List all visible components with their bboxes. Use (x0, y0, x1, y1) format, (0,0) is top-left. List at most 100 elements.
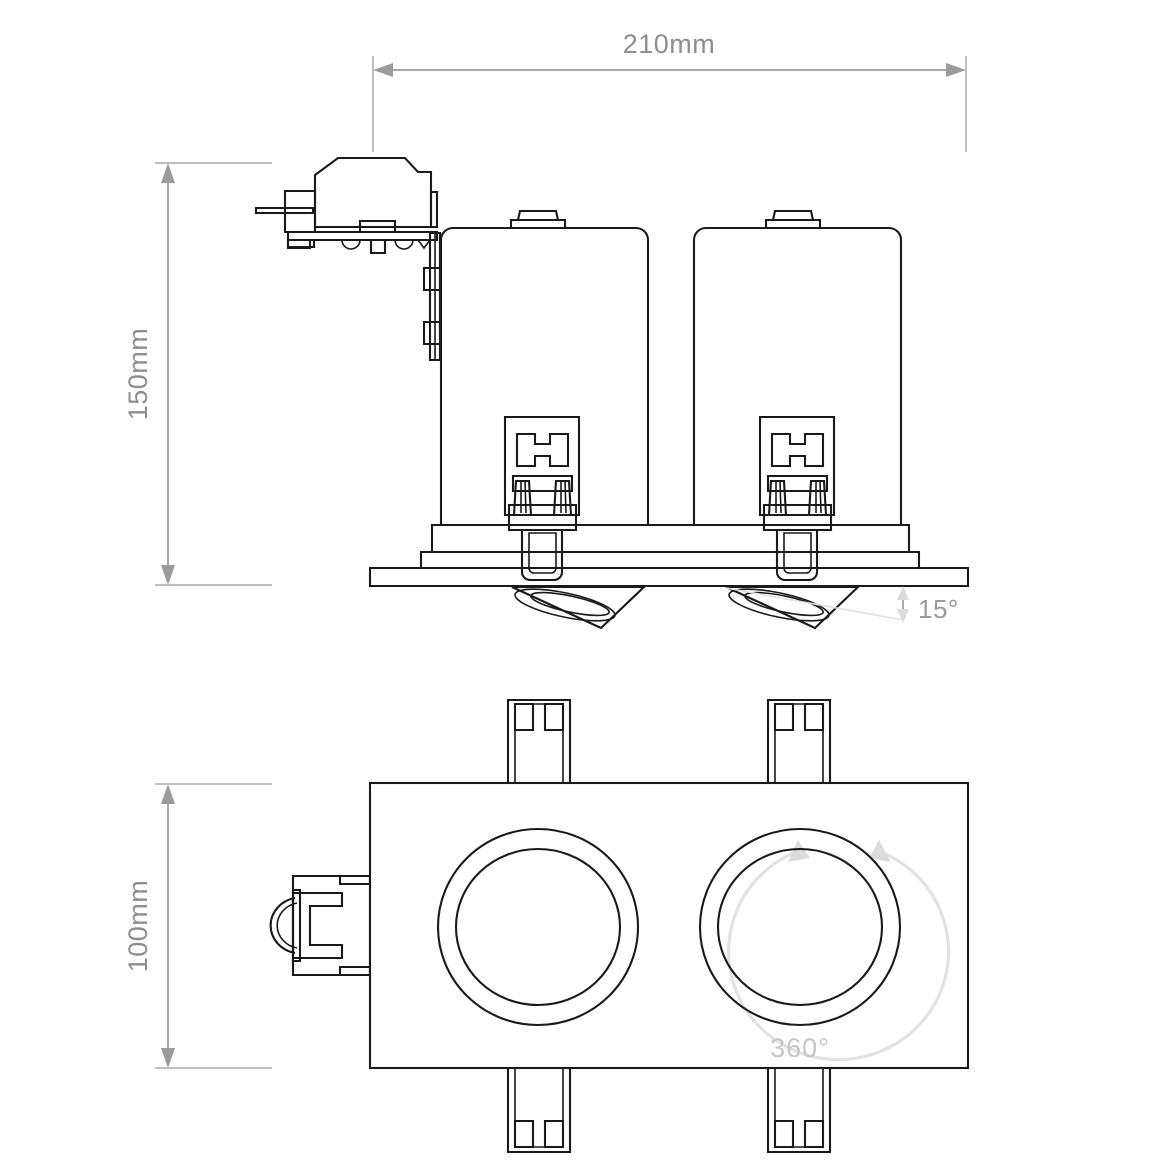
mounting-tab-bottom-right-outer (766, 1066, 832, 1154)
depth-arrow-top-icon (161, 784, 175, 804)
rotation-arrow-right-icon (869, 840, 891, 862)
mounting-bar (430, 523, 911, 554)
plan-view: 360° (269, 698, 970, 1154)
junction-box-assembly (254, 156, 439, 255)
junction-box-notch (417, 239, 431, 250)
lamp-pin-left-a (512, 479, 533, 517)
cable-stub (254, 206, 315, 215)
socket-cap-left (507, 503, 578, 532)
socket-stem-left (520, 528, 564, 582)
height-dimension: 150mm (123, 162, 272, 586)
mounting-tab-bottom-left (506, 1066, 572, 1154)
cable-entry-body (291, 874, 372, 977)
faceplate-flange (368, 566, 970, 588)
reflector-cone-left-outline (511, 585, 647, 630)
rotation-arc (726, 848, 951, 1062)
tilt-angle-annotation: 15° (725, 586, 959, 624)
housing-left-top-nub (516, 209, 560, 222)
aperture-right-outer-ring (698, 827, 902, 1027)
junction-box-mounting-plate (286, 230, 439, 242)
lamp-lead-bar-left (511, 474, 574, 493)
lamp-pin-left-b (552, 479, 573, 517)
side-elevation-view: 15° (254, 156, 970, 630)
tilt-angle-arrow-up-icon (897, 586, 909, 600)
aperture-right-inner-ring (716, 847, 884, 1007)
mounting-tab-bottom-right-slot-a (773, 1119, 795, 1149)
lamp-housing-left (439, 209, 650, 582)
mounting-tab-top-left-outer (506, 698, 572, 785)
mounting-tab-bottom-right-slot-b (803, 1119, 825, 1149)
housing-right-top-collar (764, 218, 822, 230)
reflector-cone-right-aperture (728, 588, 830, 622)
lamp-pin-right-b (807, 479, 828, 517)
height-arrow-top-icon (161, 163, 175, 183)
height-dimension-label: 150mm (123, 328, 153, 421)
depth-dimension: 100mm (123, 783, 272, 1069)
reflector-cone-left (511, 585, 647, 630)
reflector-cone-right (725, 585, 861, 630)
junction-box-arc-left (341, 239, 361, 250)
mounting-tab-bottom-right-inner (774, 1067, 824, 1148)
reflector-cone-right-inner (744, 591, 824, 617)
tilt-angle-arrow-down-icon (897, 609, 909, 623)
lamp-pin-right-a (767, 479, 788, 517)
mounting-tab-bottom-left-slot-a (513, 1119, 535, 1149)
reflector-cone-left-inner (530, 591, 610, 617)
socket-contact-right-icon (770, 432, 825, 468)
width-arrow-left-icon (373, 63, 393, 77)
cable-entry-connector (269, 874, 372, 977)
socket-cap-right (762, 503, 833, 532)
cable-entry-slot (291, 891, 344, 960)
cable-entry-loop-outer (269, 896, 296, 955)
socket-stem-right (775, 528, 819, 582)
lamp-pin-left-b-detail2 (564, 480, 567, 514)
width-dimension-label: 210mm (623, 29, 716, 59)
mounting-tab-top-right-outer (766, 698, 832, 785)
mounting-tab-bottom-left-slot-b (543, 1119, 565, 1149)
tilt-angle-label: 15° (918, 594, 959, 624)
width-dimension: 210mm (372, 29, 967, 152)
plan-faceplate-outline (368, 781, 970, 1070)
aperture-right: 360° (698, 827, 951, 1063)
aperture-left-outer-ring (436, 827, 640, 1027)
socket-contact-left-icon (515, 432, 570, 468)
depth-dimension-label: 100mm (123, 880, 153, 973)
cable-entry-loop-inner (276, 902, 298, 949)
height-arrow-bottom-icon (161, 565, 175, 585)
rotation-angle-label: 360° (770, 1033, 830, 1063)
housing-left-body (439, 226, 650, 527)
lamp-pin-right-a-detail2 (779, 480, 782, 514)
tilt-angle-ray (725, 587, 904, 621)
lamp-pin-right-b-detail2 (819, 480, 822, 514)
mounting-tab-top-right-slot-a (773, 702, 795, 732)
mounting-tab-top-right (766, 698, 832, 785)
lamp-lead-bar-right (766, 474, 829, 493)
spring-bracket-strip (422, 231, 442, 362)
aperture-left (436, 827, 640, 1027)
mounting-tab-bottom-left-outer (506, 1066, 572, 1154)
junction-box-body (313, 156, 433, 229)
housing-left-top-collar (509, 218, 567, 230)
mounting-tab-top-right-slot-b (803, 702, 825, 732)
lamp-pin-left-a-detail2 (524, 480, 527, 514)
aperture-left-inner-ring (454, 847, 622, 1007)
cable-entry-step-bottom (338, 965, 372, 977)
housing-right-body (692, 226, 903, 527)
cable-entry-step-top (338, 874, 372, 886)
lamp-housing-right (692, 209, 903, 582)
mounting-tab-top-left-slot-a (513, 702, 535, 732)
mounting-tab-bottom-left-inner (514, 1067, 564, 1148)
width-arrow-right-icon (946, 63, 966, 77)
mounting-tab-top-left-slot-b (543, 702, 565, 732)
mounting-tab-top-left-inner (514, 703, 564, 784)
faceplate-shoulder (419, 550, 921, 570)
junction-box-left-block (283, 189, 317, 234)
junction-box-arc-right (394, 239, 414, 250)
reflector-cone-left-aperture (514, 588, 616, 622)
rotation-arrow-left-icon (788, 840, 810, 862)
junction-box-right-tab (429, 190, 439, 229)
socket-plate-left (503, 415, 581, 517)
housing-right-top-nub (771, 209, 815, 222)
